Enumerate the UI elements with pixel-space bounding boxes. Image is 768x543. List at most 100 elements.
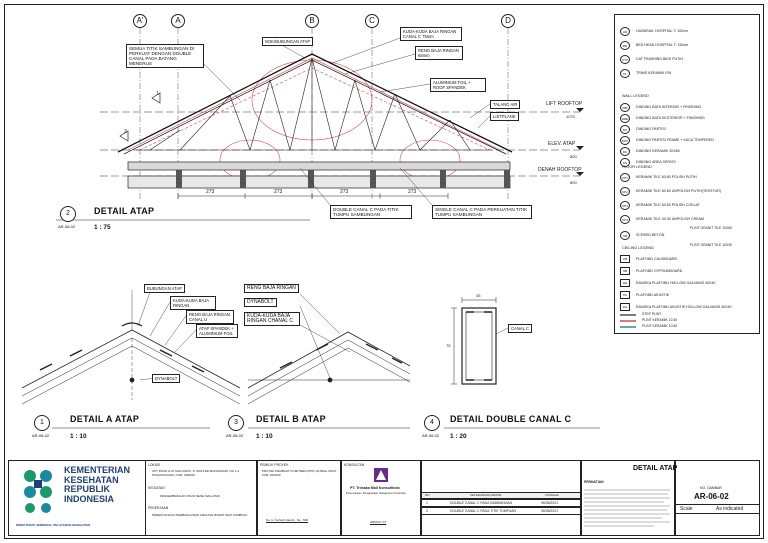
- section-mark-2: 2: [124, 129, 127, 135]
- detail-a-drawing: [21, 290, 241, 405]
- callout-roof-cover: ALUMINIUM FOIL + ROOF SPANDEK: [430, 78, 486, 92]
- grid-bubble-b: B: [305, 14, 319, 28]
- dim-2: 273: [274, 189, 283, 195]
- detail-b-truss-label: KUDA-KUDA BAJA RINGAN CHANAL C: [244, 312, 300, 326]
- callout-single-canal: SINGLE CANAL C PADA PERKUATAN TITIK TUMP…: [432, 205, 532, 219]
- level-denah-value: 800: [570, 180, 577, 185]
- pemilik-label: PEMILIK PROYEK: [260, 463, 289, 467]
- rev-header-no: NO: [425, 493, 430, 497]
- red-guide-circle-right: [399, 139, 461, 181]
- line-legend-swatches: [620, 314, 636, 328]
- detail-a-number: 1: [34, 415, 50, 431]
- detail-b-title: DETAIL B ATAP: [256, 414, 326, 424]
- line-legend-1: STEP PLINT: [642, 312, 662, 316]
- section-mark-1: 1: [156, 91, 159, 97]
- callout-ridge: NOK/BUBUNGAN ATAP: [262, 37, 314, 46]
- detail-c-width: 35: [476, 293, 481, 298]
- rev-header-desc: KETERANGAN REVISI: [470, 493, 502, 497]
- konsultan-sign-name: ARMAN, ST: [370, 520, 387, 524]
- pemilik-value: PROYEK PEMBUAT KOMITMEN (PPK) RUMAH SAKI…: [262, 469, 337, 477]
- konsultan-logo-icon: [374, 468, 388, 482]
- dim-4: 273: [408, 189, 417, 195]
- level-lift-label: LIFT ROOFTOP: [546, 101, 583, 107]
- callout-double-canal: DOUBLE CANAL C PADA TITIK TUMPU SAMBUNGA…: [330, 205, 412, 219]
- line-legend-2: PLINT KERAMIK 10.30: [642, 318, 678, 322]
- lokasi-label: LOKASI: [148, 463, 161, 467]
- ceiling-legend-title: CEILING LEGEND: [622, 246, 654, 250]
- callout-truss: KUDA-KUDA BAJA RINGAN CANAL C 75mm: [400, 27, 462, 41]
- detail-a-dynabolt-label: DYNABOLT: [152, 374, 181, 383]
- rev-1-no: 1: [426, 501, 428, 505]
- detail-b-batten-label: RENG BAJA RINGAN: [244, 284, 299, 293]
- rev-2-desc: DOUBLE CANAL C PADA TITIK TUMPUAN: [450, 509, 517, 513]
- detail-a-batten-label: RENG BAJA RINGAN CANAL U: [186, 310, 234, 324]
- red-guide-circle-left: [219, 139, 281, 181]
- detail-a-scale: 1 : 10: [70, 433, 87, 440]
- floor-legend-title: FLOOR LEGEND: [622, 165, 652, 169]
- callout-joint-reinforcement: SEMUA TITIK SAMBUNGAN DI PERKUAT DENGAN …: [126, 44, 204, 68]
- callout-batten: RENG BAJA RINGAN 65mm: [415, 46, 463, 60]
- lokasi-value: UPT RSUD H.M. MOLONDO, Jl. WOLTER MONGIN…: [152, 469, 241, 477]
- detail-c-drawing: [451, 297, 509, 385]
- grid-bubble-c: C: [365, 14, 379, 28]
- callout-gutter: TALANG AIR: [490, 100, 521, 109]
- pekerjaan-label: PEKERJAAN: [148, 506, 169, 510]
- catatan-text-lines: [584, 489, 670, 527]
- callout-fascia: LISTPLANK: [490, 112, 519, 121]
- rev-2-no: 2: [426, 509, 428, 513]
- dim-3: 273: [340, 189, 349, 195]
- plint-2-label: PLINT GRANIT TILE 10X30: [690, 243, 733, 247]
- directorate-name: DIREKTORAT JENDERAL PELAYANAN KESEHATAN: [16, 523, 91, 527]
- no-gambar-label: NO. GAMBAR: [700, 486, 722, 490]
- detail-c-canal-label: CANAL C: [508, 324, 532, 333]
- floor-beam: [127, 175, 511, 189]
- detail-b-dynabolt-label: DYNABOLT: [244, 298, 277, 307]
- detail-c-code: AR-06-02: [422, 433, 440, 438]
- roof-outline: [117, 53, 513, 153]
- konsultan-sub: Perencanaan, Pengawasan, Manajemen Konst…: [346, 492, 406, 495]
- legend-panel: [614, 14, 760, 334]
- detail-c-title: DETAIL DOUBLE CANAL C: [450, 414, 572, 424]
- drawing-sheet: [4, 4, 764, 539]
- line-legend-3: PLINT KERAMIK 10.60: [642, 324, 678, 328]
- pemilik-sign-name: Ns. H. Sehrah Hamid., Ns., MM: [266, 518, 309, 522]
- detail-a-title: DETAIL A ATAP: [70, 414, 140, 424]
- grid-bubble-d: D: [501, 14, 515, 28]
- detail-c-height: 75: [446, 343, 451, 348]
- rev-1-date: 06/06/2021: [541, 501, 558, 505]
- level-elev-label: ELEV. ATAP: [548, 141, 576, 147]
- level-denah-label: DENAH ROOFTOP: [538, 167, 582, 173]
- sheet-title: DETAIL ATAP: [633, 465, 678, 472]
- detail-b-number: 3: [228, 415, 244, 431]
- red-guide-roofline: [127, 57, 501, 151]
- level-lift-value: 1070: [566, 114, 575, 119]
- rev-header-date: TANGGAL: [545, 493, 560, 497]
- grid-bubble-a-prime: A': [133, 14, 147, 28]
- detail-2-number: 2: [60, 206, 76, 222]
- detail-b-drawing: [247, 293, 411, 405]
- pekerjaan-value: PERENCANAAN PEMBANGUNAN GEDUNG RAWAT INA…: [152, 513, 248, 517]
- detail-a-truss-label: KUDA-KUDA BAJA RINGAN: [170, 296, 216, 310]
- scale-label: Scale: [680, 506, 693, 512]
- detail-b-code: AR-06-02: [226, 433, 244, 438]
- detail-2-scale: 1 : 75: [94, 224, 111, 231]
- ministry-name: KEMENTERIAN KESEHATAN REPUBLIK INDONESIA: [64, 465, 131, 504]
- level-elev-value: 800: [570, 154, 577, 159]
